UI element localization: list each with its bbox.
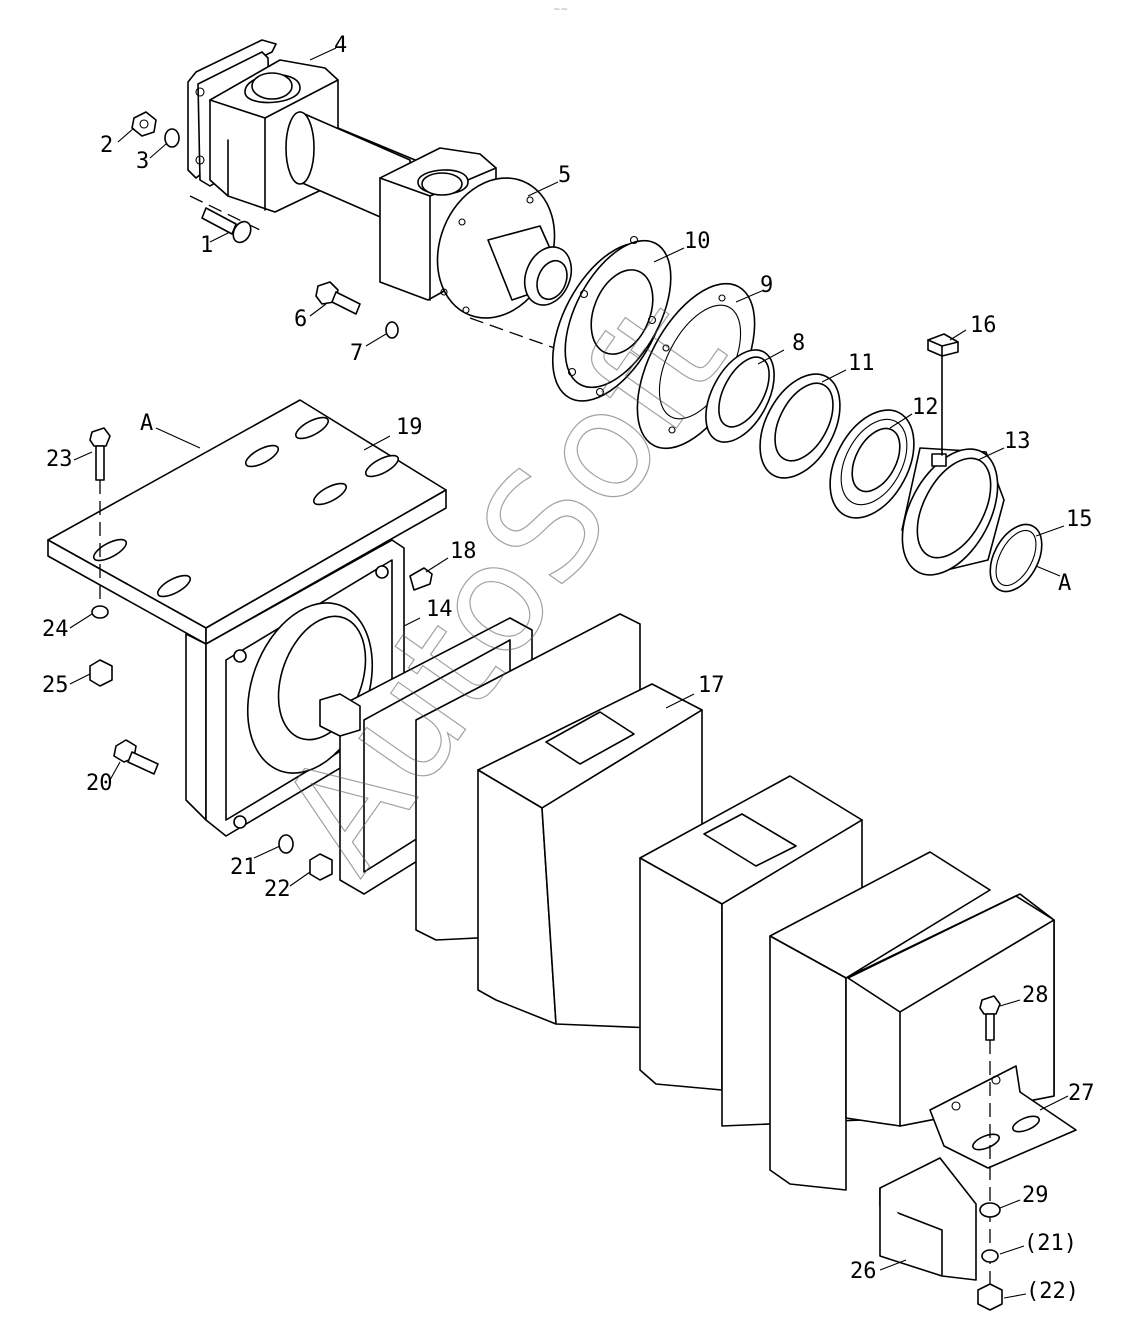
transformer-body-17 [415,613,1055,1191]
callout-7: 7 [350,341,363,366]
bolt-28 [979,995,1001,1041]
callout-19: 19 [396,415,423,440]
callout-9: 9 [760,273,773,298]
oil-seal-8 [705,349,775,443]
seal-cover-10 [551,235,672,402]
callout-14: 14 [426,597,453,622]
callout-1: 1 [200,233,213,258]
callout-23: 23 [46,447,73,472]
nut-22 [309,853,333,881]
bolt-23 [89,427,111,481]
callout-a-ring: A [1058,571,1071,596]
lock-washer-21 [278,834,294,854]
callout-29: 29 [1022,1183,1049,1208]
nut-22b [977,1283,1003,1311]
snap-ring-15 [989,523,1043,593]
bearing-12 [829,409,915,519]
callout-3: 3 [136,149,149,174]
bolt-1 [201,207,252,244]
nut-2 [131,111,157,137]
callout-12: 12 [912,395,939,420]
callout-16: 16 [970,313,997,338]
bearing-housing-13 [901,447,1005,576]
nut-25 [89,659,113,687]
callout-22: 22 [264,877,291,902]
drive-shaft-assembly [187,39,573,351]
callout-21: 21 [230,855,257,880]
callout-18: 18 [450,539,477,564]
callout-13: 13 [1004,429,1031,454]
callout-a-bracket: A [140,411,153,436]
callout-5: 5 [558,163,571,188]
callout-10: 10 [684,229,711,254]
callout-26: 26 [850,1259,877,1284]
housing-14 [185,539,405,837]
lock-washer-24 [91,605,109,619]
callout-27: 27 [1068,1081,1095,1106]
callout-11: 11 [848,351,875,376]
lock-washer-3 [164,128,180,148]
bolt-6 [315,281,361,315]
callout-15: 15 [1066,507,1093,532]
callout-21-ref: (21) [1024,1231,1077,1256]
bolt-20 [113,739,159,775]
spacer-11 [759,373,841,479]
breather-18 [409,567,433,591]
callout-20: 20 [86,771,113,796]
callout-17: 17 [698,673,725,698]
callout-2: 2 [100,133,113,158]
callout-4: 4 [334,33,347,58]
bracket-26 [879,1157,977,1281]
top-mark: ~~ [553,5,568,15]
lock-washer-7 [385,321,399,339]
callout-6: 6 [294,307,307,332]
leader-lines [69,47,1069,1299]
callout-22-ref: (22) [1026,1279,1079,1304]
washer-29 [979,1202,1001,1218]
lock-washer-21b [981,1249,999,1263]
callout-28: 28 [1022,983,1049,1008]
callout-8: 8 [792,331,805,356]
callout-25: 25 [42,673,69,698]
callout-labels: 1 2 3 4 5 6 7 8 9 10 11 12 13 14 15 16 1… [42,33,1095,1304]
bracket-27 [929,1065,1077,1169]
callout-24: 24 [42,617,69,642]
mount-bracket-19 [47,399,447,645]
